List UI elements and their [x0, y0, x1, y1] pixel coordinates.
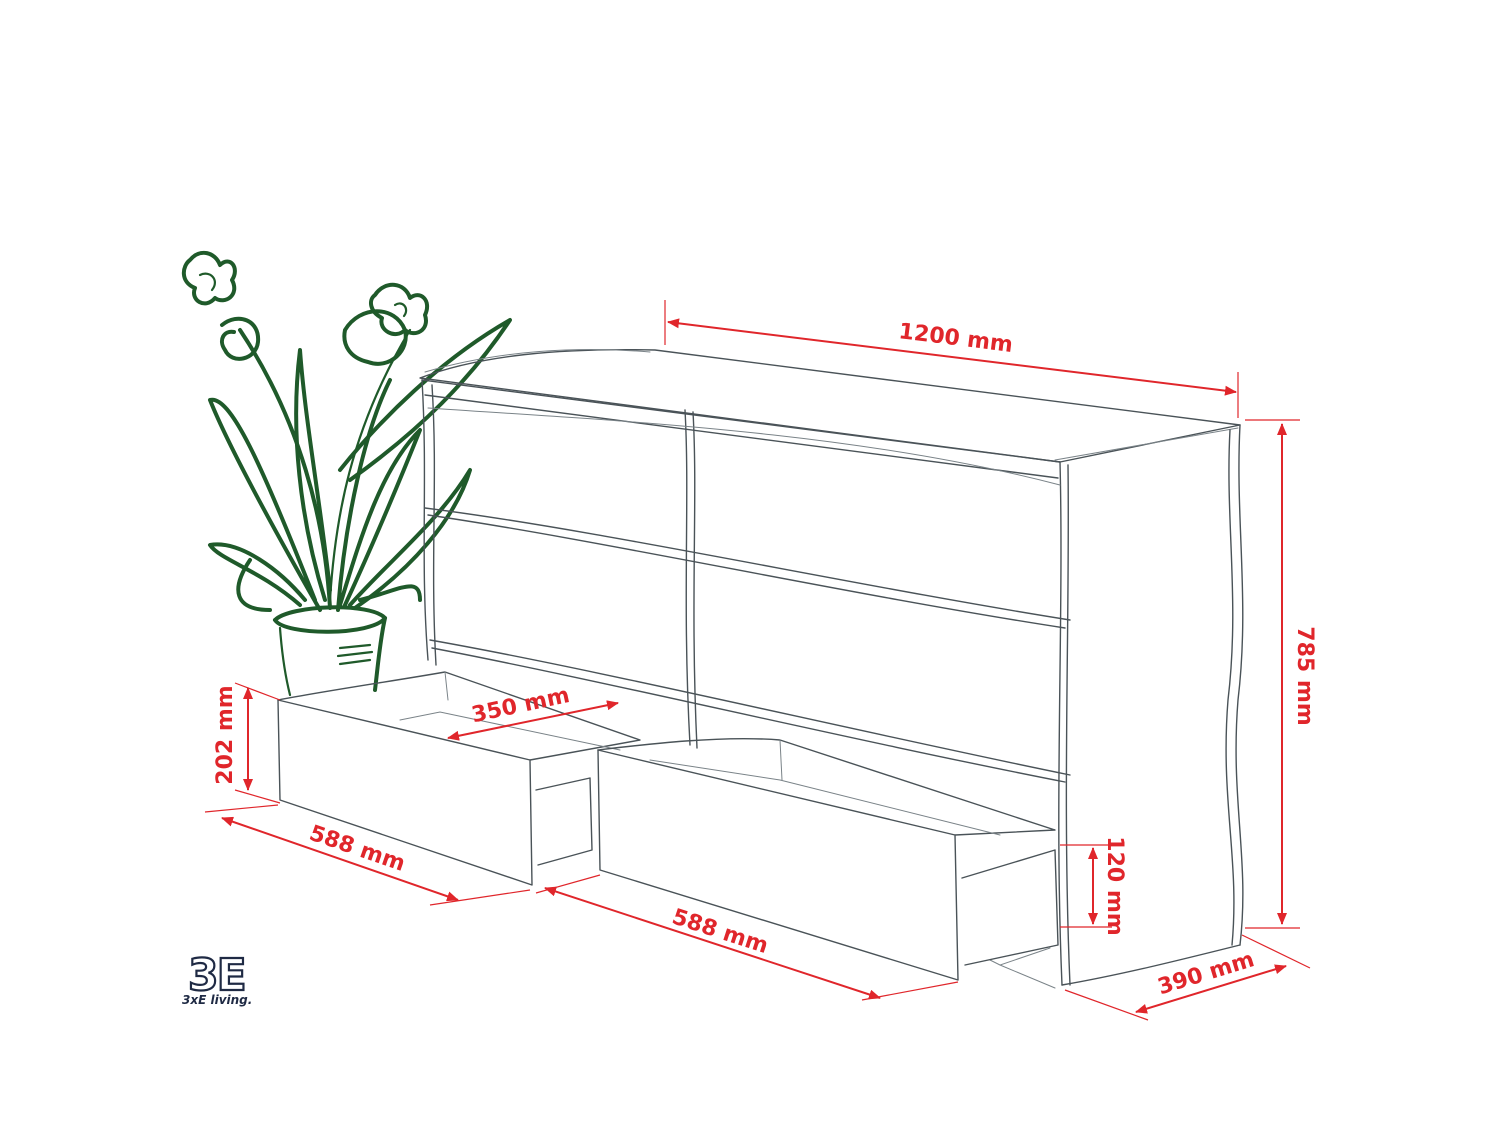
- brand-name: 3xE living.: [182, 993, 252, 1007]
- drawer-left-length-dimension: 588 mm: [204, 804, 531, 906]
- drawer-side-height-dimension: 120 mm: [1060, 836, 1127, 936]
- drawer-side-height-label: 120 mm: [1102, 836, 1127, 935]
- 3e-logo-icon: 3E 3xE living.: [182, 949, 252, 1007]
- drawer-height-dimension: 202 mm: [213, 682, 281, 804]
- drawer-inner-width-label: 350 mm: [469, 683, 571, 728]
- potted-orchid-icon: [181, 250, 512, 697]
- drawer-inner-width-dimension: 350 mm: [447, 683, 619, 741]
- height-dimension: 785 mm: [1245, 419, 1317, 929]
- drawer-left-length-label: 588 mm: [306, 821, 408, 877]
- height-label: 785 mm: [1292, 626, 1317, 725]
- width-dimension: 1200 mm: [664, 300, 1239, 418]
- drawer-right-length-label: 588 mm: [669, 905, 771, 960]
- brand-mark: 3E: [188, 950, 245, 1001]
- depth-label: 390 mm: [1155, 947, 1257, 1000]
- drawer-right-length-dimension: 588 mm: [535, 874, 959, 1001]
- drawer-height-label: 202 mm: [213, 685, 238, 784]
- dresser-sketch: [277, 348, 1244, 989]
